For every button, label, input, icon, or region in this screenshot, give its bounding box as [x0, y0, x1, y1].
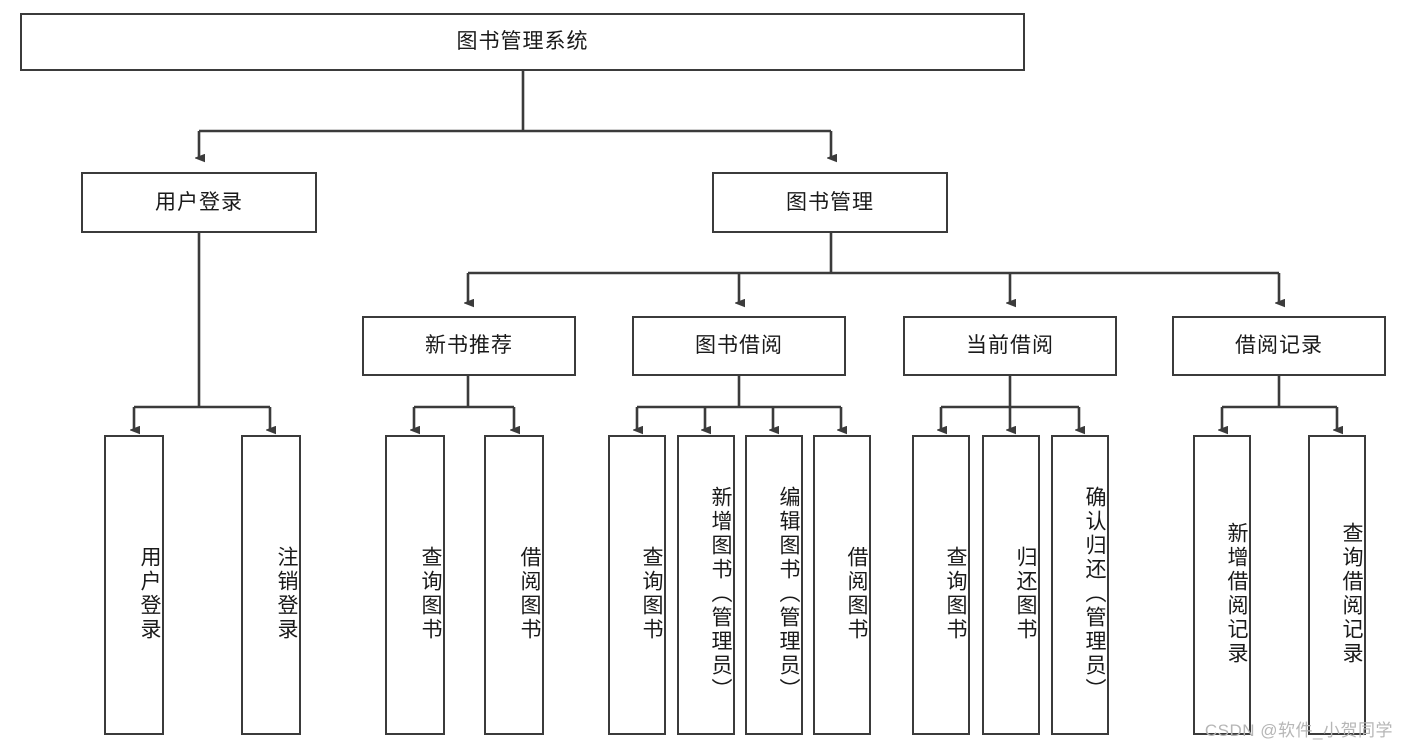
- node-current-borrow-label: 当前借阅: [966, 334, 1054, 358]
- leaf-borrow-book-1[interactable]: 借阅图书: [484, 435, 544, 735]
- leaf-add-record-label: 新增借阅记录: [1225, 522, 1248, 666]
- leaf-user-login-label: 用户登录: [138, 546, 161, 642]
- leaf-query-book-2[interactable]: 查询图书: [608, 435, 666, 735]
- node-book-borrow[interactable]: 图书借阅: [632, 316, 846, 376]
- leaf-user-login[interactable]: 用户登录: [104, 435, 164, 735]
- node-user-login[interactable]: 用户登录: [81, 172, 317, 233]
- leaf-add-record[interactable]: 新增借阅记录: [1193, 435, 1251, 735]
- node-new-book-recommend[interactable]: 新书推荐: [362, 316, 576, 376]
- node-borrow-record[interactable]: 借阅记录: [1172, 316, 1386, 376]
- leaf-borrow-book-2-label: 借阅图书: [845, 546, 868, 642]
- leaf-edit-book-label: 编辑图书（管理员）: [777, 486, 800, 702]
- node-new-book-recommend-label: 新书推荐: [425, 334, 513, 358]
- node-book-manage-label: 图书管理: [786, 190, 874, 214]
- leaf-add-book-label: 新增图书（管理员）: [709, 486, 732, 702]
- leaf-user-logout[interactable]: 注销登录: [241, 435, 301, 735]
- leaf-confirm-return[interactable]: 确认归还（管理员）: [1051, 435, 1109, 735]
- leaf-query-record[interactable]: 查询借阅记录: [1308, 435, 1366, 735]
- leaf-return-book-label: 归还图书: [1014, 546, 1037, 642]
- leaf-borrow-book-1-label: 借阅图书: [518, 546, 541, 642]
- node-book-manage[interactable]: 图书管理: [712, 172, 948, 233]
- leaf-return-book[interactable]: 归还图书: [982, 435, 1040, 735]
- leaf-query-book-1[interactable]: 查询图书: [385, 435, 445, 735]
- leaf-query-record-label: 查询借阅记录: [1340, 522, 1363, 666]
- csdn-watermark: CSDN @软件_小贺同学: [1204, 721, 1393, 740]
- leaf-borrow-book-2[interactable]: 借阅图书: [813, 435, 871, 735]
- node-current-borrow[interactable]: 当前借阅: [903, 316, 1117, 376]
- leaf-add-book[interactable]: 新增图书（管理员）: [677, 435, 735, 735]
- leaf-query-book-3-label: 查询图书: [944, 546, 967, 642]
- leaf-query-book-3[interactable]: 查询图书: [912, 435, 970, 735]
- node-book-borrow-label: 图书借阅: [695, 334, 783, 358]
- node-root-label: 图书管理系统: [456, 30, 589, 54]
- leaf-user-logout-label: 注销登录: [275, 546, 298, 642]
- leaf-query-book-2-label: 查询图书: [640, 546, 663, 642]
- leaf-confirm-return-label: 确认归还（管理员）: [1083, 486, 1106, 702]
- node-user-login-label: 用户登录: [155, 190, 243, 214]
- node-borrow-record-label: 借阅记录: [1235, 334, 1323, 358]
- leaf-query-book-1-label: 查询图书: [419, 546, 442, 642]
- leaf-edit-book[interactable]: 编辑图书（管理员）: [745, 435, 803, 735]
- node-root[interactable]: 图书管理系统: [20, 13, 1025, 71]
